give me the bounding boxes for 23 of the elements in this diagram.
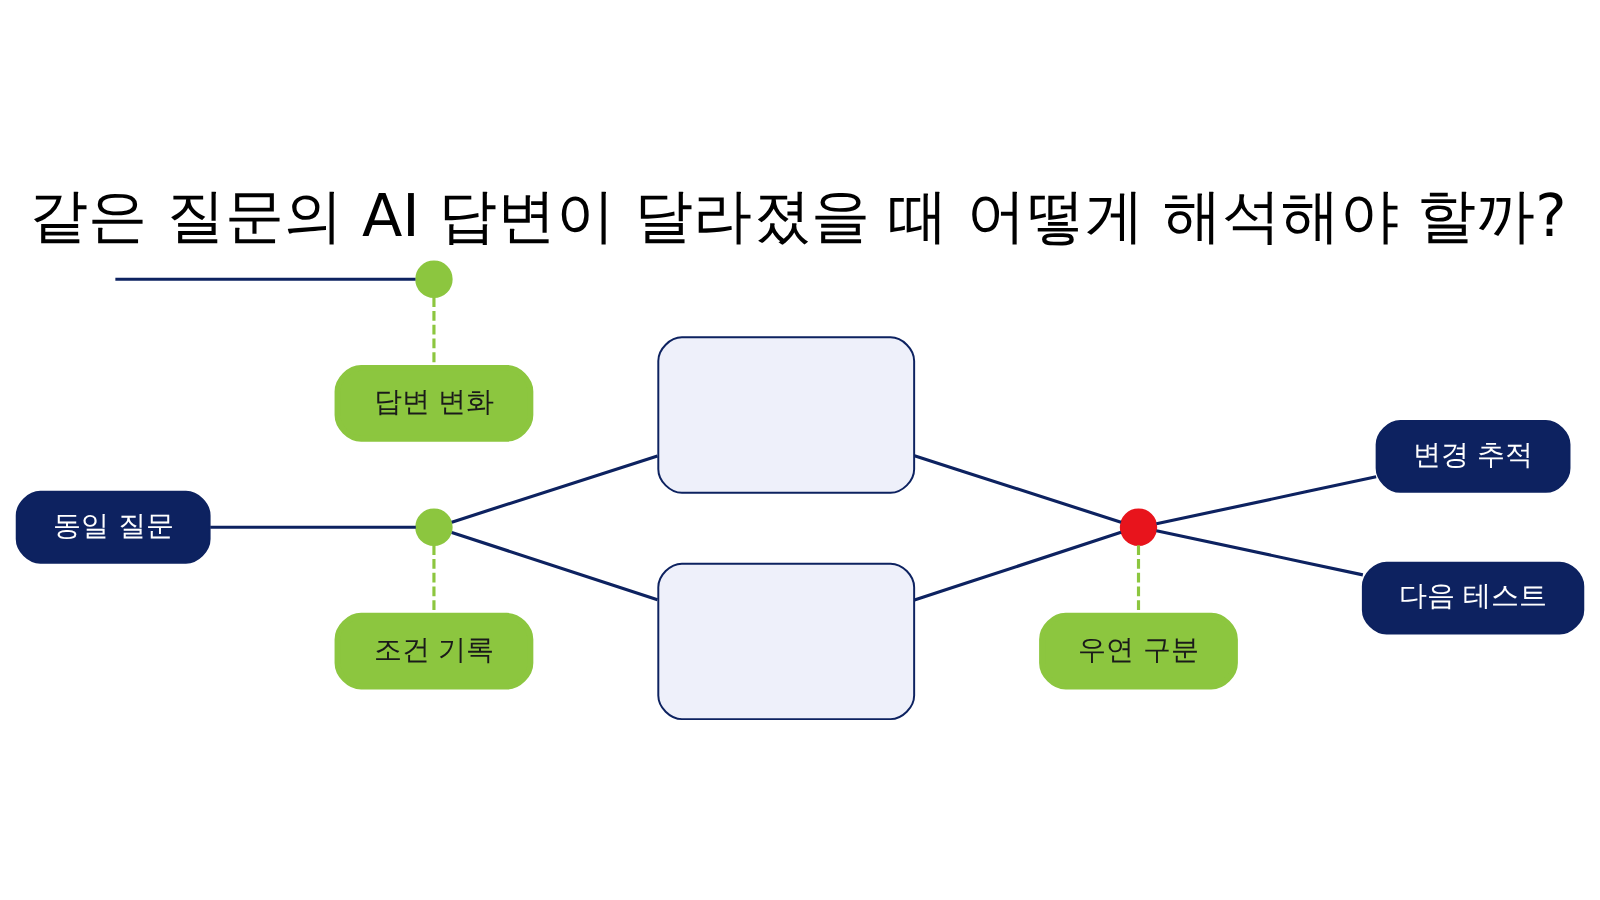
connector	[913, 530, 1122, 602]
node-box	[657, 562, 916, 721]
node-box: 조건 기록	[334, 612, 534, 690]
connector	[451, 454, 658, 524]
node-circle	[1119, 508, 1158, 546]
node-circle	[415, 508, 453, 546]
connector	[1156, 529, 1364, 577]
node-box: 우연 구분	[1039, 612, 1238, 690]
node-box: 변경 추적	[1375, 420, 1571, 493]
connector	[451, 530, 658, 602]
node-box: 다음 테스트	[1361, 561, 1585, 635]
connector	[432, 545, 436, 616]
connector	[432, 297, 436, 368]
node-box	[657, 336, 916, 494]
connector	[115, 277, 416, 281]
connector	[1156, 475, 1377, 526]
connector	[210, 525, 416, 529]
node-box: 동일 질문	[15, 490, 211, 564]
connector	[1136, 545, 1141, 616]
connector	[913, 454, 1122, 524]
diagram-title: 같은 질문의 AI 답변이 달라졌을 때 어떻게 해석해야 할까?	[29, 180, 1567, 250]
node-box: 답변 변화	[334, 364, 534, 442]
node-circle	[415, 260, 453, 298]
